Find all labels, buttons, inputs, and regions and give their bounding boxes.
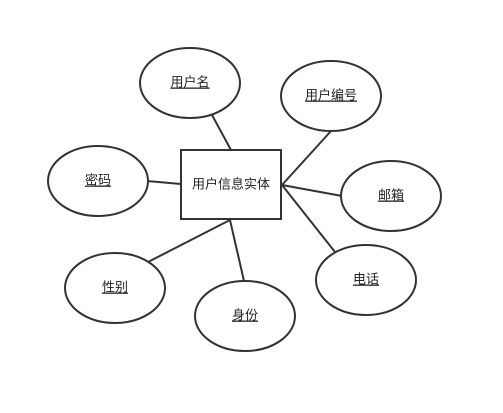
attribute-label-phone: 电话	[353, 273, 379, 288]
entity-user-info[interactable]: 用户信息实体	[180, 149, 282, 220]
entity-box	[180, 149, 282, 220]
entity-label: 用户信息实体	[192, 177, 270, 193]
attribute-email[interactable]: 邮箱	[340, 160, 442, 232]
attribute-ellipse	[315, 244, 417, 316]
attribute-username[interactable]: 用户名	[139, 47, 241, 119]
edge-gender	[147, 219, 231, 263]
edge-username	[211, 114, 232, 151]
edge-password	[146, 180, 182, 185]
attribute-label-identity: 身份	[232, 308, 258, 324]
attribute-ellipse	[194, 280, 296, 352]
attribute-phone[interactable]: 电话	[315, 244, 417, 316]
attribute-identity[interactable]: 身份	[194, 280, 296, 352]
attribute-label-email: 邮箱	[378, 188, 404, 204]
attribute-ellipse	[340, 160, 442, 232]
attribute-label-password: 密码	[85, 173, 111, 189]
edge-user-id	[281, 130, 332, 186]
attribute-label-gender: 性别	[102, 281, 128, 296]
attribute-ellipse	[47, 145, 149, 217]
attribute-label-username: 用户名	[170, 75, 209, 91]
edge-email	[281, 184, 343, 197]
attribute-user-id[interactable]: 用户编号	[280, 60, 382, 132]
attribute-ellipse	[280, 60, 382, 132]
attribute-ellipse	[64, 252, 166, 324]
attribute-gender[interactable]: 性别	[64, 252, 166, 324]
edge-identity	[229, 219, 245, 282]
attribute-ellipse	[139, 47, 241, 119]
edge-phone	[281, 184, 336, 253]
attribute-label-user-id: 用户编号	[305, 88, 357, 104]
edges	[146, 114, 343, 282]
attribute-password[interactable]: 密码	[47, 145, 149, 217]
